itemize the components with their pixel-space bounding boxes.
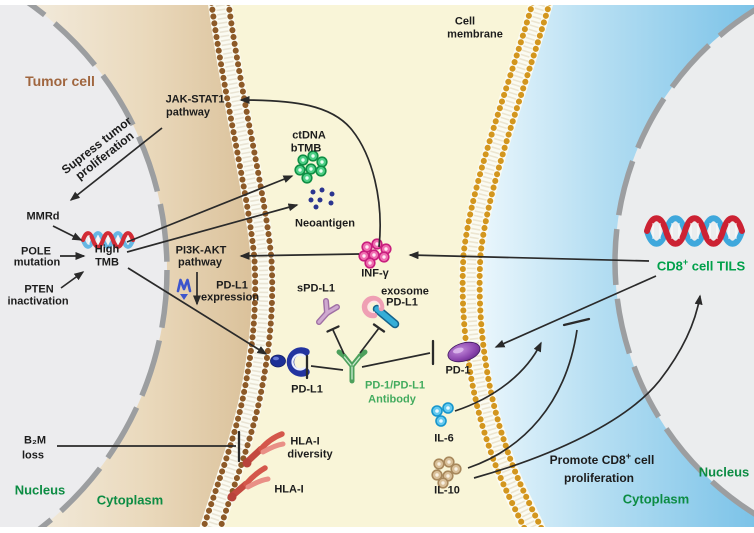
ctdna-btmb-label-2: bTMB [290,142,322,155]
exosome-pdl1-icon [361,295,400,329]
line-antibody-to-exosome [359,327,380,354]
tumor-nucleus-label: Nucleus [14,482,66,498]
tbar-exosome [372,323,386,333]
antibody-label: PD-1/PD-L1 [365,379,425,392]
tbar-spdl1 [326,325,340,333]
frame-bottom [0,527,754,533]
arrow-infg-to-jak [239,96,381,248]
cd8-nucleus-region [612,7,754,517]
tumor-cytoplasm-label: Cytoplasm [96,492,164,508]
hla-diversity-receptor-icon [242,431,286,468]
line-antibody-to-pdl1 [310,365,344,371]
il10-cluster [431,456,462,489]
pdl1-expression-label-2: expression [200,291,260,304]
pdl1-expression-label: PD-L1 [216,279,248,292]
pd1-label: PD-1 [445,364,471,377]
cell-membrane-label-2: membrane [447,28,503,41]
promote-proliferation-label: Promote CD8+ cell [549,451,655,467]
pdl1-label: PD-L1 [291,383,323,396]
high-tmb-label-2: TMB [95,256,119,269]
tumor-cell-membrane [197,0,276,533]
arrow-pten [60,271,85,289]
pten-label: PTEN [24,283,54,296]
b2m-loss-label: B₂M [24,434,46,447]
neoantigen-cluster [308,187,335,210]
pole-label: POLE [21,245,51,258]
il6-label: IL-6 [434,432,454,445]
ctdna-btmb-cluster [294,150,328,184]
line-antibody-to-spdl1 [332,329,345,355]
arrow-il6-curve [454,341,542,412]
arrow-tmb-to-ctdna [126,175,294,243]
connectors [52,96,703,479]
pten-label-2: inactivation [7,295,69,308]
frame-top [0,0,754,5]
jak-stat1-label: JAK-STAT1 [165,93,225,106]
pdl1-receptor-icon [270,347,310,377]
hla-diversity-label-2: diversity [287,448,333,461]
exosome-pdl1-label-2: PD-L1 [386,296,418,309]
tumor-dna-icon [80,231,136,249]
high-tmb-label: High [94,243,120,256]
hla-diversity-label: HLA-I [290,435,320,448]
pi3k-akt-label-2: pathway [177,256,223,269]
ctdna-btmb-label: ctDNA [292,129,326,142]
cd8-nucleus-label: Nucleus [698,464,750,480]
cd8-tils-label: CD8+ cell TILS [656,257,746,274]
arrow-cd8-to-infg [408,251,650,262]
arrow-tmb-to-pdl1 [127,267,268,355]
arrow-infg-to-pi3k [239,251,360,260]
tumor-nucleus-region [0,0,170,533]
line-antibody-to-pd1 [361,352,431,368]
il6-cluster [431,402,454,427]
spdl1-icon [316,298,340,325]
inf-gamma-label: INF-γ [361,267,389,280]
pd1-pdl1-antibody-icon [336,349,368,384]
exosome-pdl1-label: exosome [381,285,429,298]
hla-label: HLA-I [274,483,304,496]
antibody-label-2: Antibody [368,393,416,406]
arrow-mmrd [52,225,83,241]
spdl1-label: sPD-L1 [297,282,335,295]
arrow-tmb-to-neoantigen [126,203,299,253]
cd8-cell-membrane [459,0,555,533]
mmrd-label: MMRd [26,210,60,223]
inhibition-bars [237,317,591,463]
arrow-suppress-proliferation [69,127,163,201]
pole-label-2: mutation [13,256,61,269]
jak-stat1-label-2: pathway [165,106,211,119]
b2m-loss-label-2: loss [21,449,45,462]
pdl1-expression-icon [176,278,192,300]
tbar-il10 [562,317,591,327]
neoantigen-label: Neoantigen [295,217,355,230]
cd8-dna-icon [644,215,745,247]
pi3k-akt-label: PI3K-AKT [175,244,227,257]
promote-proliferation-label-2: proliferation [563,471,635,485]
pd1-receptor-icon [447,341,481,363]
arrow-promote-proliferation [473,294,703,479]
cd8-cytoplasm-label: Cytoplasm [622,491,690,507]
tumor-cell-title: Tumor cell [25,73,95,89]
il10-label: IL-10 [434,484,460,497]
hla-receptor-icon [227,465,271,502]
line-il10-curve [467,329,578,469]
cell-membrane-label: Cell [454,15,476,28]
arrow-cd8-to-pd1 [494,275,657,348]
